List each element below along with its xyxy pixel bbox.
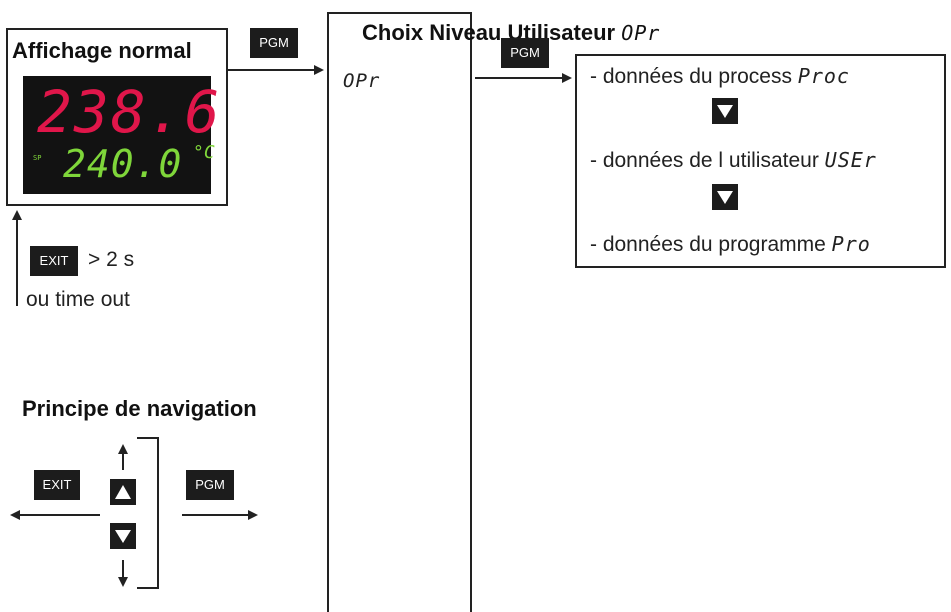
controller-display: 238.6 SP 240.0 °C — [23, 76, 220, 194]
normal-display-box: Affichage normal 238.6 SP 240.0 °C — [6, 28, 228, 206]
menu-item-program-code: Pro — [831, 232, 871, 256]
navigation-title: Principe de navigation — [22, 396, 257, 421]
menu-item-program[interactable]: - données du programme Pro — [590, 232, 871, 256]
setpoint-tag: SP — [33, 154, 42, 162]
up-triangle-icon — [115, 485, 131, 499]
normal-display-title: Affichage normal — [12, 38, 192, 63]
menu-item-process[interactable]: - données du process Proc — [590, 64, 850, 88]
nav-down-key[interactable] — [110, 523, 136, 549]
menu-title-text: Choix Niveau Utilisateur — [362, 20, 616, 45]
nav-bracket — [137, 437, 159, 589]
nav-pgm-key[interactable]: PGM — [186, 470, 234, 500]
opr-column: OPr — [327, 12, 472, 612]
down-key-2[interactable] — [712, 184, 738, 210]
menu-title: Choix Niveau Utilisateur OPr — [362, 20, 660, 46]
pgm-key-top[interactable]: PGM — [250, 28, 298, 58]
menu-item-user[interactable]: - données de l utilisateur USEr — [590, 148, 877, 172]
process-value: 238.6 — [37, 78, 222, 146]
user-level-menu — [575, 54, 946, 268]
setpoint-value: 240.0 — [63, 142, 183, 186]
temperature-unit: °C — [193, 142, 215, 163]
nav-up-key[interactable] — [110, 479, 136, 505]
pgm-key-middle[interactable]: PGM — [501, 38, 549, 68]
opr-column-label: OPr — [343, 70, 381, 92]
down-triangle-icon — [717, 191, 733, 204]
menu-item-process-code: Proc — [797, 64, 850, 88]
exit-key[interactable]: EXIT — [30, 246, 78, 276]
exit-duration: > 2 s — [88, 248, 135, 271]
down-key-1[interactable] — [712, 98, 738, 124]
down-triangle-icon — [717, 105, 733, 118]
menu-item-user-code: USEr — [824, 148, 877, 172]
exit-timeout: ou time out — [26, 288, 130, 311]
down-triangle-icon — [115, 530, 131, 543]
menu-title-code: OPr — [621, 21, 661, 45]
nav-exit-key[interactable]: EXIT — [34, 470, 80, 500]
